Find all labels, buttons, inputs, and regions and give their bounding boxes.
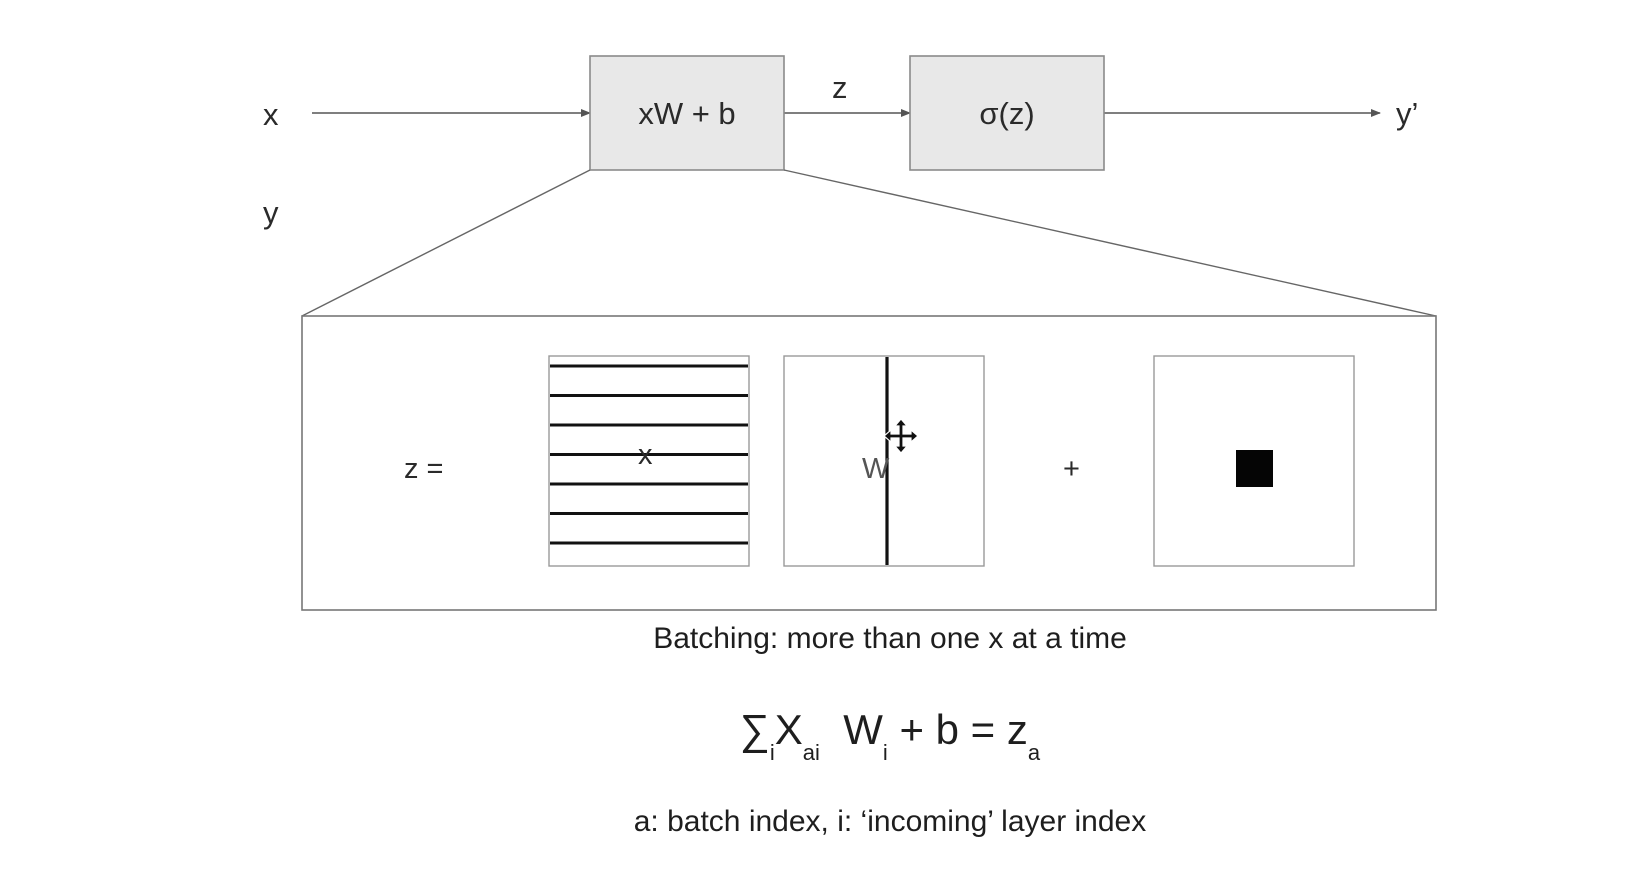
z-label: z [832,70,848,105]
batching-caption: Batching: more than one x at a time [653,622,1127,655]
x-matrix [548,355,750,567]
output-label: y’ [1396,96,1419,131]
w-matrix [783,355,985,567]
zoom-line-left [301,169,591,317]
input-x-label: x [263,97,279,132]
zoom-line-right [783,169,1437,317]
formula-rest: + b = z [899,706,1028,753]
move-cursor-icon [883,418,919,454]
w-matrix-label: W [862,453,890,485]
x-subscript: ai [802,740,820,765]
plus-sign: + [1063,453,1080,485]
linear-box-label: xW + b [638,96,736,131]
z-equals-label: z = [404,453,444,485]
activation-box-label: σ(z) [979,96,1035,131]
summation-formula: ∑iXai Wi + b = za [0,706,1638,766]
sum-symbol: ∑ [739,706,770,753]
activation-box [909,55,1105,171]
w-term: W [843,706,883,753]
x-term: X [774,706,803,753]
w-subscript: i [882,740,888,765]
x-matrix-label: x [638,439,653,471]
input-y-label: y [263,195,279,230]
z-subscript: a [1027,740,1041,765]
x-matrix-rows [550,364,748,545]
linear-box [589,55,785,171]
b-matrix [1153,355,1355,567]
b-matrix-element [1236,450,1273,487]
sum-subscript: i [769,740,775,765]
index-caption: a: batch index, i: ‘incoming’ layer inde… [633,805,1147,838]
